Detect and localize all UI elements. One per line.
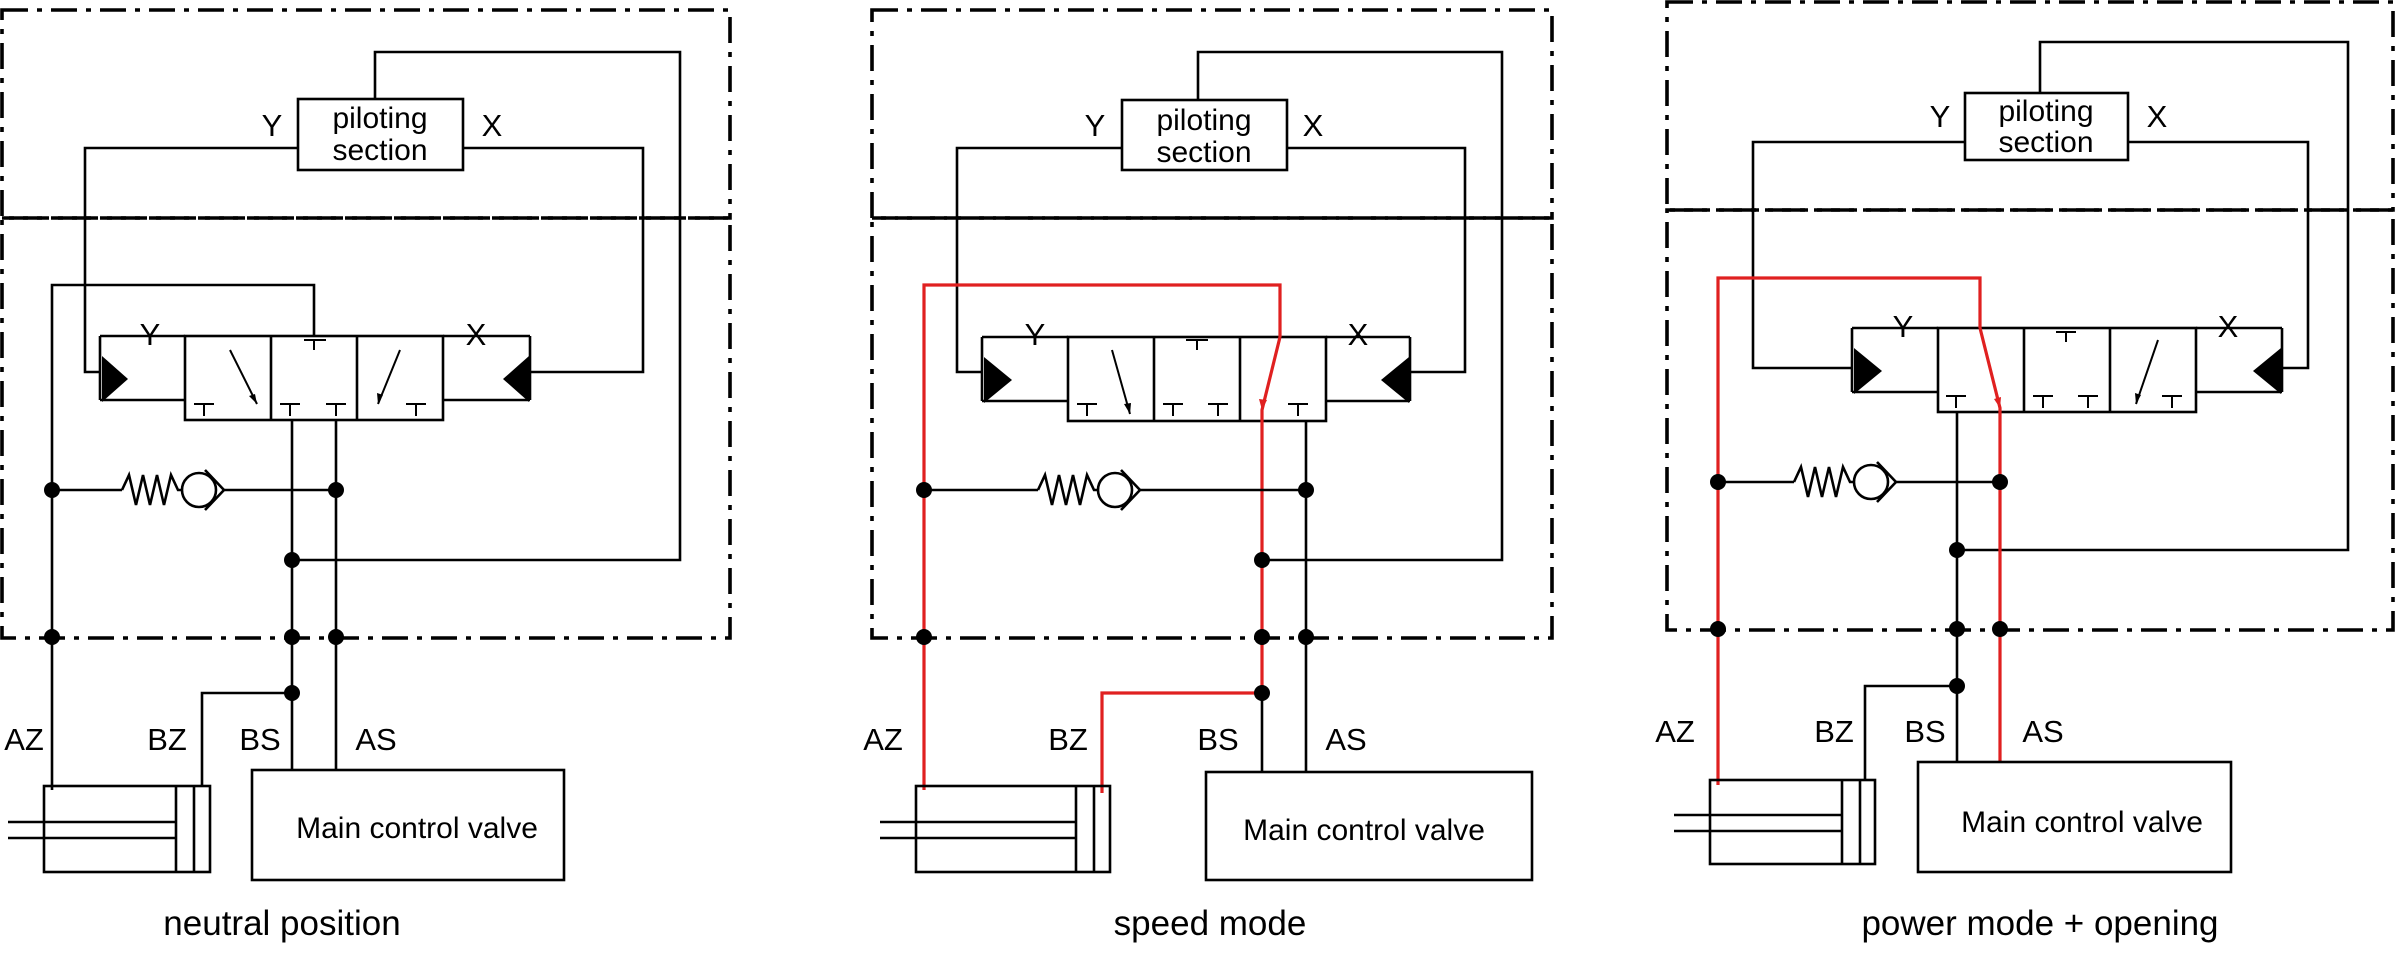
pilot-line-y: [955, 146, 1122, 374]
pilot-feed-line: [1957, 40, 2350, 552]
main-control-valve-box: [1916, 760, 2233, 874]
pilot-line-x: [463, 146, 645, 374]
valve-port-x-label: X: [1348, 317, 1369, 352]
valve-port-x-label: X: [2218, 309, 2239, 344]
port-as-label: AS: [1325, 722, 1366, 757]
pilot-triangle-right: [1381, 357, 1409, 403]
port-bz-label: BZ: [1048, 722, 1088, 757]
port-bs-label: BS: [1904, 714, 1945, 749]
active-flow-az: [1716, 276, 1982, 785]
main-control-valve-box: [1204, 770, 1534, 882]
active-flow-az: [922, 283, 1282, 790]
pilot-feed-line: [1196, 50, 1504, 562]
pilot-triangle-left: [984, 357, 1012, 403]
piloting-label-line1: piloting: [1998, 95, 2093, 128]
piloting-housing: [870, 8, 1554, 220]
hydraulic-cylinder: [1674, 778, 1877, 866]
panel-speed-mode: piloting section Y X Y X: [863, 8, 1554, 943]
pilot-triangle-right: [503, 356, 529, 402]
pilot-port-x-label: X: [2147, 99, 2168, 134]
main-control-valve-label: Main control valve: [1961, 806, 2203, 839]
piloting-section-box: [1120, 98, 1289, 172]
check-valve-ball: [180, 471, 218, 509]
pilot-line-x: [1287, 146, 1467, 374]
spring-symbol: [1036, 471, 1098, 506]
pilot-triangle-right: [2253, 348, 2281, 394]
active-flow-as: [1978, 327, 2002, 762]
valve-port-y-label: Y: [140, 317, 161, 352]
pilot-port-y-label: Y: [1930, 99, 1951, 134]
spring-symbol: [1792, 463, 1854, 498]
caption-power-mode-opening: power mode + opening: [1861, 904, 2218, 943]
valve-housing: [1665, 208, 2395, 632]
pilot-port-y-label: Y: [262, 108, 283, 143]
port-bz-label: BZ: [1814, 714, 1854, 749]
pilot-port-x-label: X: [482, 108, 503, 143]
line-bz: [1863, 684, 1957, 780]
hydraulic-cylinder: [880, 784, 1112, 874]
piloting-label-line1: piloting: [332, 102, 427, 135]
piloting-label-line2: section: [1156, 136, 1251, 169]
three-position-valve: Y X: [1850, 309, 2284, 414]
piloting-section-box: [296, 97, 465, 172]
pilot-line-y: [83, 146, 298, 374]
pilot-line-y: [1751, 140, 1965, 370]
line-az: [50, 283, 316, 790]
piloting-section-box: [1963, 91, 2130, 162]
three-position-valve: Y X: [98, 317, 532, 422]
main-control-valve-label: Main control valve: [296, 812, 538, 845]
piloting-label-line1: piloting: [1156, 104, 1251, 137]
main-control-valve-label: Main control valve: [1243, 814, 1485, 847]
valve-port-y-label: Y: [1893, 309, 1914, 344]
pilot-port-y-label: Y: [1085, 108, 1106, 143]
line-bz: [200, 691, 292, 786]
panel-neutral-position: piloting section Y X Y X: [0, 8, 732, 943]
pilot-triangle-left: [102, 356, 128, 402]
port-bs-label: BS: [239, 722, 280, 757]
main-control-valve-box: [250, 768, 566, 882]
pilot-feed-line: [292, 50, 682, 562]
port-az-label: AZ: [4, 722, 44, 757]
port-az-label: AZ: [863, 722, 903, 757]
valve-housing: [0, 216, 732, 640]
pilot-triangle-left: [1854, 348, 1882, 394]
port-as-label: AS: [2022, 714, 2063, 749]
check-valve-ball: [1096, 471, 1134, 509]
port-bz-label: BZ: [147, 722, 187, 757]
port-bs-label: BS: [1197, 722, 1238, 757]
port-az-label: AZ: [1655, 714, 1695, 749]
valve-housing: [870, 216, 1554, 640]
check-valve-ball: [1852, 463, 1890, 501]
piloting-label-line2: section: [332, 134, 427, 167]
piloting-label-line2: section: [1998, 126, 2093, 159]
caption-neutral-position: neutral position: [163, 904, 400, 943]
pilot-line-x: [2128, 140, 2310, 370]
three-position-valve: Y X: [980, 317, 1412, 423]
valve-port-x-label: X: [466, 317, 487, 352]
panel-power-mode-opening: piloting section Y X Y X: [1655, 0, 2395, 943]
spring-symbol: [120, 471, 182, 506]
hydraulic-cylinder: [8, 784, 212, 874]
pilot-port-x-label: X: [1303, 108, 1324, 143]
caption-speed-mode: speed mode: [1114, 904, 1307, 943]
port-as-label: AS: [355, 722, 396, 757]
valve-port-y-label: Y: [1025, 317, 1046, 352]
